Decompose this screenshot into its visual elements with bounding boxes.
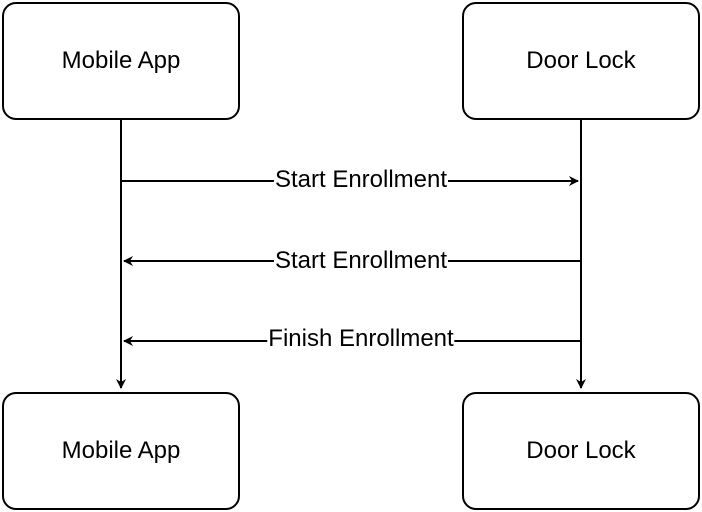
participant-door-lock-bottom[interactable]: Door Lock bbox=[462, 392, 700, 510]
participant-label: Mobile App bbox=[61, 47, 181, 74]
participant-mobile-app-bottom[interactable]: Mobile App bbox=[2, 392, 240, 510]
message-label-1: Start Enrollment bbox=[273, 166, 449, 193]
participant-mobile-app-top[interactable]: Mobile App bbox=[2, 2, 240, 120]
participant-label: Door Lock bbox=[526, 47, 636, 74]
message-label-2: Start Enrollment bbox=[273, 247, 449, 274]
message-label-3: Finish Enrollment bbox=[267, 325, 455, 352]
participant-door-lock-top[interactable]: Door Lock bbox=[462, 2, 700, 120]
participant-label: Mobile App bbox=[61, 437, 181, 464]
participant-label: Door Lock bbox=[526, 437, 636, 464]
